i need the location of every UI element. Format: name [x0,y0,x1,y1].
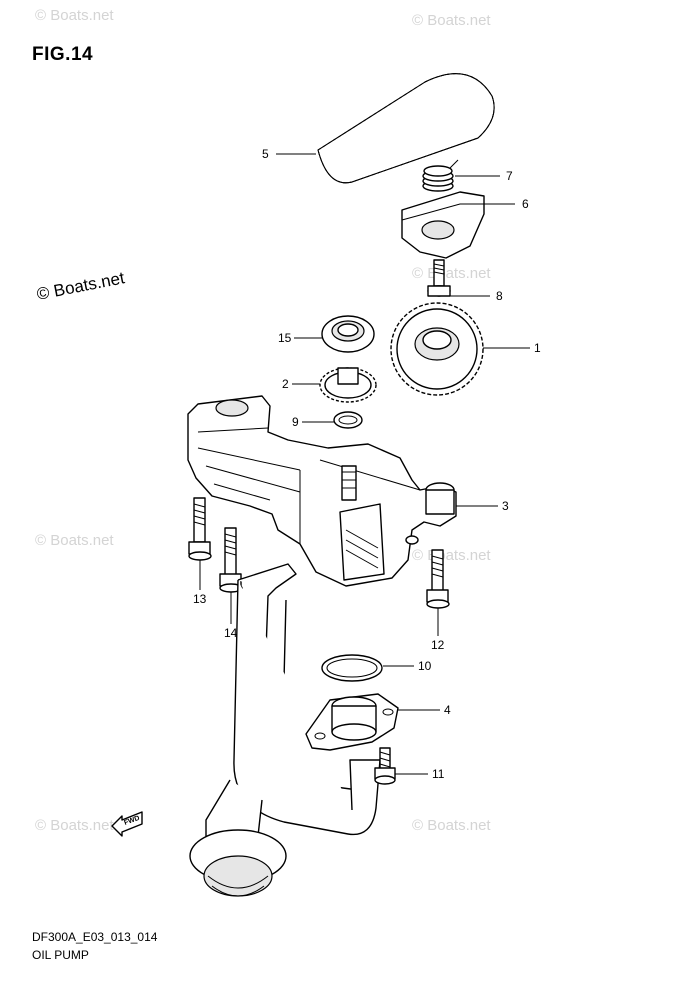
callout-12: 12 [431,638,445,652]
callout-10: 10 [418,659,432,673]
callouts: 5 7 6 8 1 15 2 9 3 10 4 11 13 14 12 [193,147,541,781]
callout-8: 8 [496,289,503,303]
callout-4: 4 [444,703,451,717]
callout-7: 7 [506,169,513,183]
callout-2: 2 [282,377,289,391]
callout-1: 1 [534,341,541,355]
oring-part-10 [321,654,383,682]
callout-6: 6 [522,197,529,211]
bolt-part-12 [426,549,450,609]
callout-5: 5 [262,147,269,161]
spring-part-7 [422,159,459,192]
bolt-part-8 [427,259,451,297]
watermark-text: © Boats.net [35,817,114,834]
callout-13: 13 [193,592,207,606]
figure-title: FIG.14 [32,44,94,65]
watermarks: © Boats.net © Boats.net © Boats.net © Bo… [35,7,491,834]
tensioner-part-6 [401,191,485,259]
bolt-part-13 [188,497,212,561]
bolt-part-14 [219,527,243,593]
gear-part-2 [319,367,377,403]
leader-lines [199,153,530,775]
watermark-text: © Boats.net [412,547,491,564]
watermark-text: © Boats.net [412,817,491,834]
figure-code: DF300A_E03_013_014 [32,930,158,944]
sprocket-part-1 [390,302,484,396]
oring-part-10-inner [326,658,378,678]
figure-name: OIL PUMP [32,948,89,962]
bolt-part-11 [374,747,396,785]
chain-part-5 [317,73,495,184]
strainer-pipe [189,563,381,897]
flange-part-4 [305,693,399,751]
watermark-text: © Boats.net [412,12,491,29]
fwd-arrow: FWD [111,811,143,837]
callout-14: 14 [224,626,238,640]
callout-15: 15 [278,331,292,345]
oring-part-9 [333,411,363,429]
oil-pump-body-part-3 [187,395,457,587]
callout-9: 9 [292,415,299,429]
watermark-text: © Boats.net [412,265,491,282]
oring-part-9-inner [338,415,358,425]
callout-3: 3 [502,499,509,513]
bearing-part-15 [321,315,375,353]
watermark-text: © Boats.net [35,532,114,549]
callout-11: 11 [432,767,445,781]
watermark-text-main: © Boats.net [35,268,126,304]
watermark-text: © Boats.net [35,7,114,24]
